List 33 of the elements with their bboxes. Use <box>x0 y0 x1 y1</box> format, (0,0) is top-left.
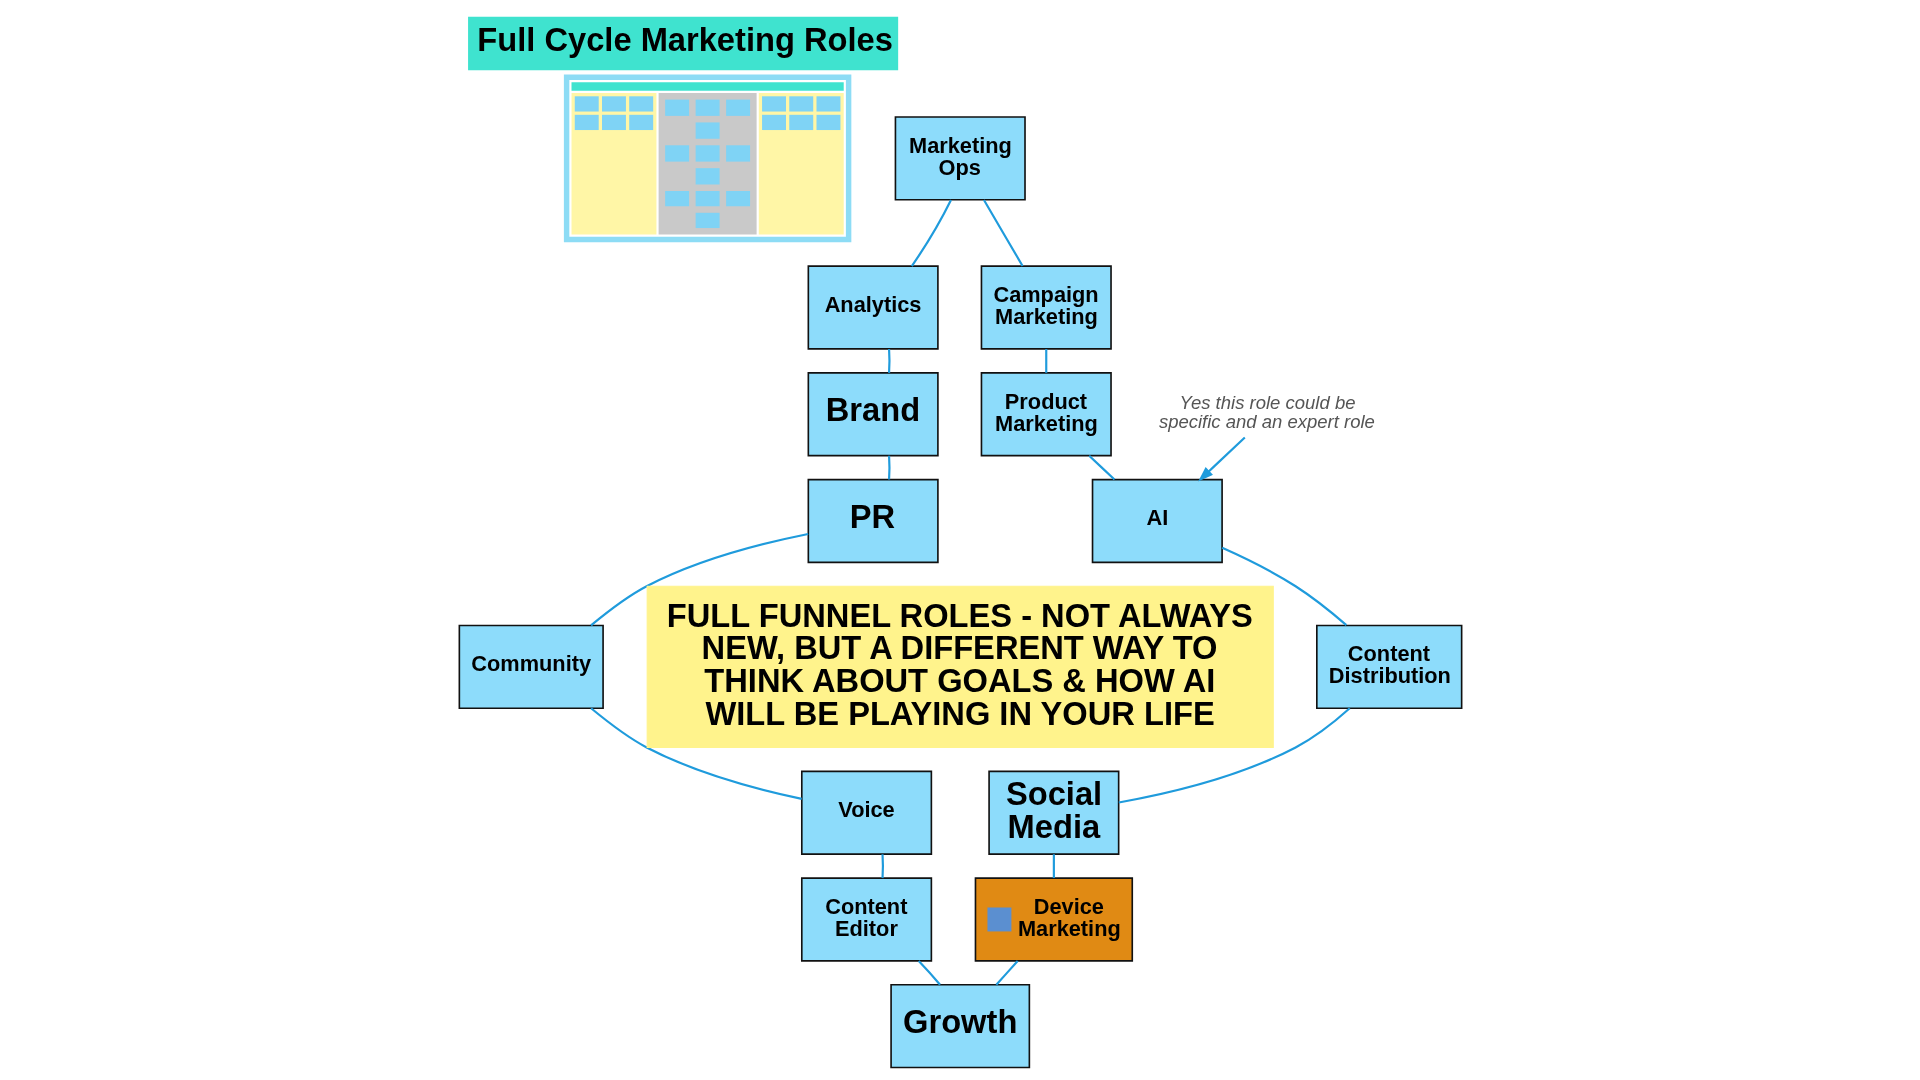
node-box: Voice <box>800 770 932 855</box>
diagram-title: Full Cycle Marketing Roles <box>476 21 893 59</box>
connector <box>917 960 941 986</box>
node-box: Analytics <box>807 265 939 350</box>
node-box: FULL FUNNEL ROLES - NOT ALWAYS NEW, BUT A DIFFERENT WAY TO THINK ABOUT GOALS & HOW AI WILL BE PLAYING IN YOUR LIFE <box>646 585 1274 748</box>
node-box: Brand <box>807 372 939 457</box>
node-box: Marketing Ops <box>894 116 1026 201</box>
connector <box>1044 349 1047 373</box>
node-box: Community <box>458 624 604 710</box>
connector <box>887 348 891 373</box>
node-box: Product Marketing <box>980 372 1112 457</box>
node-box: Content Distribution <box>1315 624 1462 710</box>
connector <box>589 707 802 800</box>
connector <box>1221 546 1347 626</box>
node-box: Device Marketing <box>974 877 1133 962</box>
connector <box>589 532 808 627</box>
connector <box>982 199 1024 267</box>
node-picture <box>563 74 851 243</box>
connector <box>1052 854 1055 879</box>
connector <box>995 960 1018 986</box>
node-box: AI <box>1091 478 1223 564</box>
node-box: PR <box>807 478 939 564</box>
node-box: Growth <box>889 984 1030 1069</box>
connector <box>910 199 952 267</box>
connector <box>1087 454 1115 481</box>
connector <box>887 455 891 480</box>
connector <box>1118 707 1350 804</box>
node-text: Yes this role could be specific and an expert role <box>1158 392 1375 432</box>
node-box: Campaign Marketing <box>980 265 1112 350</box>
node-box: Content Editor <box>800 877 932 962</box>
arrow <box>1197 436 1246 482</box>
connector <box>880 854 884 879</box>
node-box: Social Media <box>987 770 1119 855</box>
